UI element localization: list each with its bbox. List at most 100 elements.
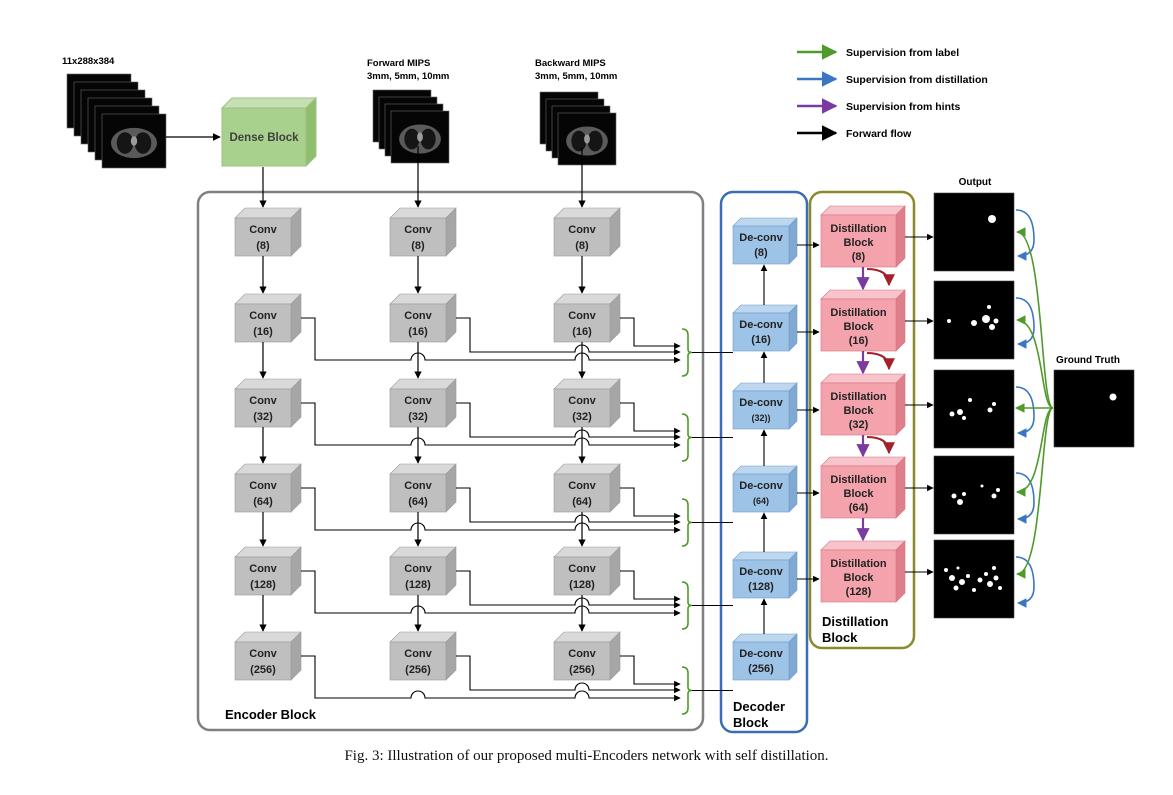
skip-connection: [301, 487, 681, 534]
figure-caption: Fig. 3: Illustration of our proposed mul…: [344, 748, 829, 764]
decoder-column: De-conv(8)De-conv(16)De-conv(32))De-conv…: [732, 217, 798, 681]
conv-size-label: (256): [569, 664, 595, 676]
legend-item: Supervision from distillation: [797, 71, 988, 87]
distillation-block-line2: Block: [844, 237, 875, 249]
distillation-block-size: (32): [849, 419, 869, 431]
distillation-block-line2: Block: [844, 488, 875, 500]
backward-mips-title: Backward MIPS: [535, 58, 606, 69]
concat-brace: [681, 666, 693, 715]
deconv-block: De-conv (128): [732, 551, 798, 599]
distillation-block-size: (8): [852, 251, 866, 263]
skip-connection: [301, 655, 681, 702]
skip-connection: [620, 655, 681, 688]
backward-mips-conv-block: Conv(32): [553, 378, 621, 428]
backward-mips-conv-block: Conv(64): [553, 463, 621, 513]
output-map: [933, 369, 1015, 449]
skip-connection: [301, 570, 681, 617]
conv-size-label: (8): [256, 240, 270, 252]
deconv-size-label: (8): [754, 247, 768, 259]
conv-label: Conv: [568, 480, 596, 492]
ct-conv-block: Conv(32): [234, 378, 302, 428]
encoder-columns: Conv(8)Conv(16)Conv(32)Conv(64)Conv(128)…: [234, 146, 621, 681]
conv-label: Conv: [568, 648, 596, 660]
skip-connection: [620, 487, 681, 520]
deconv-label: De-conv: [739, 319, 783, 331]
concat-brace: [681, 581, 693, 630]
distillation-block-line2: Block: [844, 321, 875, 333]
forward-mips-conv-block: Conv (16): [389, 293, 457, 343]
distillation-block-line1: Distillation: [830, 223, 887, 235]
ct-stack-images: [66, 73, 167, 169]
deconv-size-label: (32)): [751, 413, 770, 423]
deconv-label: De-conv: [739, 648, 783, 660]
ground-truth-map: [1053, 369, 1135, 448]
conv-size-label: (8): [411, 240, 425, 252]
backward-mips-conv-block: Conv(8): [553, 207, 621, 257]
distillation-arrow: [866, 268, 895, 287]
forward-mips-title: Forward MIPS: [367, 58, 430, 69]
forward-mips-conv-block: Conv (128): [389, 546, 457, 596]
conv-size-label: (128): [569, 579, 595, 591]
diagram-canvas: Encoder Block Decoder Block Distillation…: [62, 44, 1135, 734]
deconv-block: De-conv(256): [732, 633, 798, 681]
conv-label: Conv: [568, 395, 596, 407]
backward-mips-sizes: 3mm, 5mm, 10mm: [535, 71, 617, 82]
legend-label: Supervision from distillation: [846, 74, 988, 86]
conv-label: Conv: [404, 310, 432, 322]
conv-label: Conv: [404, 563, 432, 575]
ct-conv-block: Conv(64): [234, 463, 302, 513]
forward-mips-conv-block: Conv(64): [389, 463, 457, 513]
legend-item: Forward flow: [797, 125, 912, 141]
distillation-column: DistillationBlock(8)DistillationBlock(16…: [797, 205, 934, 603]
conv-label: Conv: [249, 563, 277, 575]
conv-size-label: (16): [408, 326, 428, 338]
conv-label: Conv: [404, 648, 432, 660]
output-label: Output: [959, 177, 992, 188]
legend-label: Forward flow: [846, 128, 912, 140]
concat-brace: [681, 328, 693, 377]
skip-connection: [456, 487, 681, 526]
decoder-frame: [719, 190, 809, 734]
backward-mips-images: [539, 91, 617, 166]
forward-mips-slice: [390, 110, 450, 164]
legend-label: Supervision from hints: [846, 101, 961, 113]
distillation-block-size: (128): [846, 586, 872, 598]
decoder-label-line2: Block: [733, 715, 769, 730]
conv-label: Conv: [249, 480, 277, 492]
distillation-supervision-arrow: [1015, 386, 1035, 438]
skip-connection: [456, 317, 681, 356]
dense-block-label: Dense Block: [229, 132, 299, 144]
dense-block: Dense Block: [220, 96, 318, 168]
forward-mips-conv-block: Conv(8): [389, 207, 457, 257]
conv-label: Conv: [404, 480, 432, 492]
distillation-block-line1: Distillation: [830, 391, 887, 403]
distillation-block-line1: Distillation: [830, 474, 887, 486]
distillation-block-size: (64): [849, 502, 869, 514]
conv-size-label: (16): [253, 326, 273, 338]
ct-stack-slice: [101, 113, 167, 169]
distillation-frame: [808, 190, 916, 650]
ct-conv-block: Conv(256): [234, 631, 302, 681]
distillation-block-size: (16): [849, 335, 869, 347]
conv-label: Conv: [568, 310, 596, 322]
deconv-label: De-conv: [739, 232, 783, 244]
label-supervision-arrow: [1016, 315, 1054, 409]
skip-connection: [620, 317, 681, 350]
deconv-block: De-conv(64): [732, 465, 798, 513]
output-map: [933, 192, 1015, 272]
concat-brace: [681, 413, 693, 462]
distillation-label-line2: Block: [822, 630, 858, 645]
deconv-size-label: (128): [748, 581, 774, 593]
backward-mips-conv-block: Conv (256): [553, 631, 621, 681]
conv-size-label: (8): [575, 240, 589, 252]
conv-size-label: (128): [405, 579, 431, 591]
conv-size-label: (32): [253, 411, 273, 423]
legend-item: Supervision from label: [797, 44, 959, 60]
deconv-label: De-conv: [739, 566, 783, 578]
ct-conv-block: Conv(8): [234, 207, 302, 257]
